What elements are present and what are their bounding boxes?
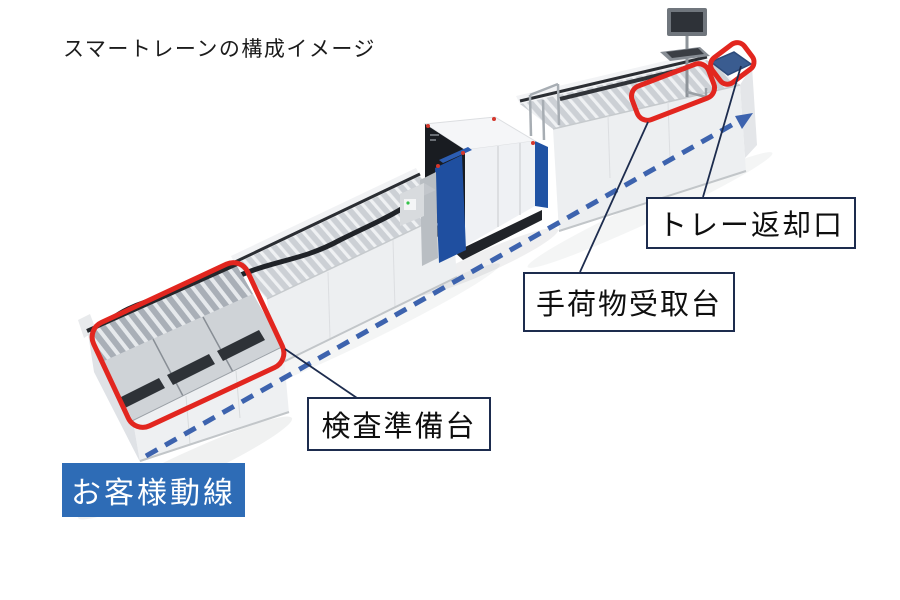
mid-conveyor xyxy=(108,168,458,368)
red-highlights xyxy=(89,40,757,430)
leader-tray-return xyxy=(702,65,742,198)
callout-inspection-prep: 検査準備台 xyxy=(307,397,491,451)
monitor-screen xyxy=(671,12,703,32)
tunnel-bellows xyxy=(420,172,438,266)
leader-baggage-pickup xyxy=(579,121,649,273)
exit-frame xyxy=(528,82,561,141)
customer-flow-arrow xyxy=(144,113,753,459)
flow-dashed-line xyxy=(144,119,739,459)
callout-tray-return: トレー返却口 xyxy=(646,197,856,249)
highlight-baggage-pickup xyxy=(628,61,718,123)
callout-tray-return-label: トレー返却口 xyxy=(657,210,844,242)
front-side-panel xyxy=(133,347,289,462)
tray-slot-3 xyxy=(217,330,265,361)
page-title: スマートレーンの構成イメージ xyxy=(63,37,376,61)
tray-slot-1 xyxy=(117,378,165,409)
tunnel-ring-front xyxy=(435,155,466,263)
customer-flow-label: お客様動線 xyxy=(62,463,245,517)
keyboard xyxy=(666,48,704,58)
customer-flow-label-text: お客様動線 xyxy=(71,477,236,510)
mid-side-panel xyxy=(267,211,457,368)
sensor-led xyxy=(406,201,410,205)
highlight-tray-return xyxy=(708,40,757,87)
leader-lines xyxy=(284,65,742,399)
xray-scanner xyxy=(400,116,548,266)
tray-slot-2 xyxy=(167,354,215,385)
tray-rack xyxy=(88,266,253,361)
callout-baggage-pickup-label: 手荷物受取台 xyxy=(535,289,722,321)
callout-baggage-pickup: 手荷物受取台 xyxy=(523,272,735,332)
scanner-side-white xyxy=(465,141,535,246)
highlight-inspection-prep xyxy=(89,260,287,430)
tray-return-slot xyxy=(709,51,753,76)
rear-far-rail xyxy=(519,55,708,103)
front-tray-unit xyxy=(78,262,290,462)
callout-inspection-prep-label: 検査準備台 xyxy=(321,411,477,443)
rear-end-cap xyxy=(740,66,757,158)
leader-inspection-prep xyxy=(284,348,358,399)
scanner-exit-ring xyxy=(535,141,548,208)
tunnel-ring-top xyxy=(439,147,472,163)
flow-arrowhead-icon xyxy=(735,113,753,129)
rear-side-panel xyxy=(553,85,746,232)
